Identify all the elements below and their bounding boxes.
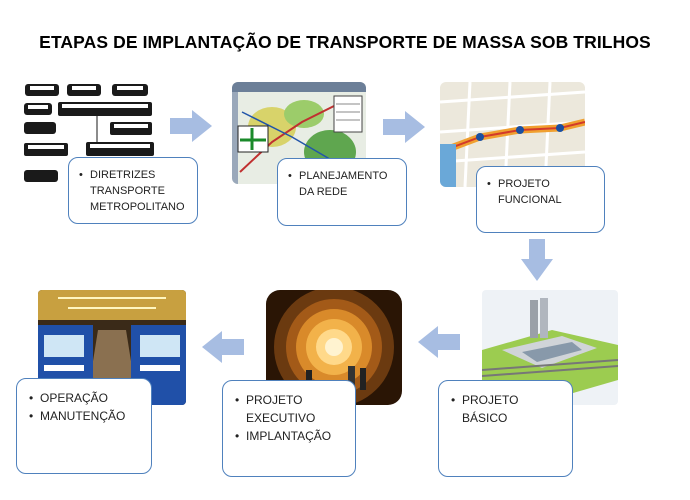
step-item: PROJETO EXECUTIVO xyxy=(235,391,345,427)
bus-fleet-icons xyxy=(24,84,154,182)
arrow-right-icon xyxy=(170,110,212,142)
step-item: PROJETO BÁSICO xyxy=(451,391,562,427)
arrow-down-icon xyxy=(521,239,553,281)
step-box-basico: PROJETO BÁSICO xyxy=(438,380,573,477)
step-item: PROJETO FUNCIONAL xyxy=(487,177,594,209)
step-box-funcional: PROJETO FUNCIONAL xyxy=(476,166,605,233)
step-item: IMPLANTAÇÃO xyxy=(235,427,345,445)
step-item: DIRETRIZES TRANSPORTE METROPOLITANO xyxy=(79,168,187,216)
step-item: PLANEJAMENTO DA REDE xyxy=(288,169,396,201)
step-item: MANUTENÇÃO xyxy=(29,407,141,425)
arrow-right-icon xyxy=(383,111,425,143)
arrow-left-icon xyxy=(202,331,244,363)
step-box-planejamento: PLANEJAMENTO DA REDE xyxy=(277,158,407,226)
bus-fleet-image xyxy=(22,80,157,190)
step-box-diretrizes: DIRETRIZES TRANSPORTE METROPOLITANO xyxy=(68,157,198,224)
step-box-executivo: PROJETO EXECUTIVO IMPLANTAÇÃO xyxy=(222,380,356,477)
step-item: OPERAÇÃO xyxy=(29,389,141,407)
step-box-operacao: OPERAÇÃO MANUTENÇÃO xyxy=(16,378,152,474)
arrow-left-icon xyxy=(418,326,460,358)
diagram-title: ETAPAS DE IMPLANTAÇÃO DE TRANSPORTE DE M… xyxy=(39,32,651,52)
